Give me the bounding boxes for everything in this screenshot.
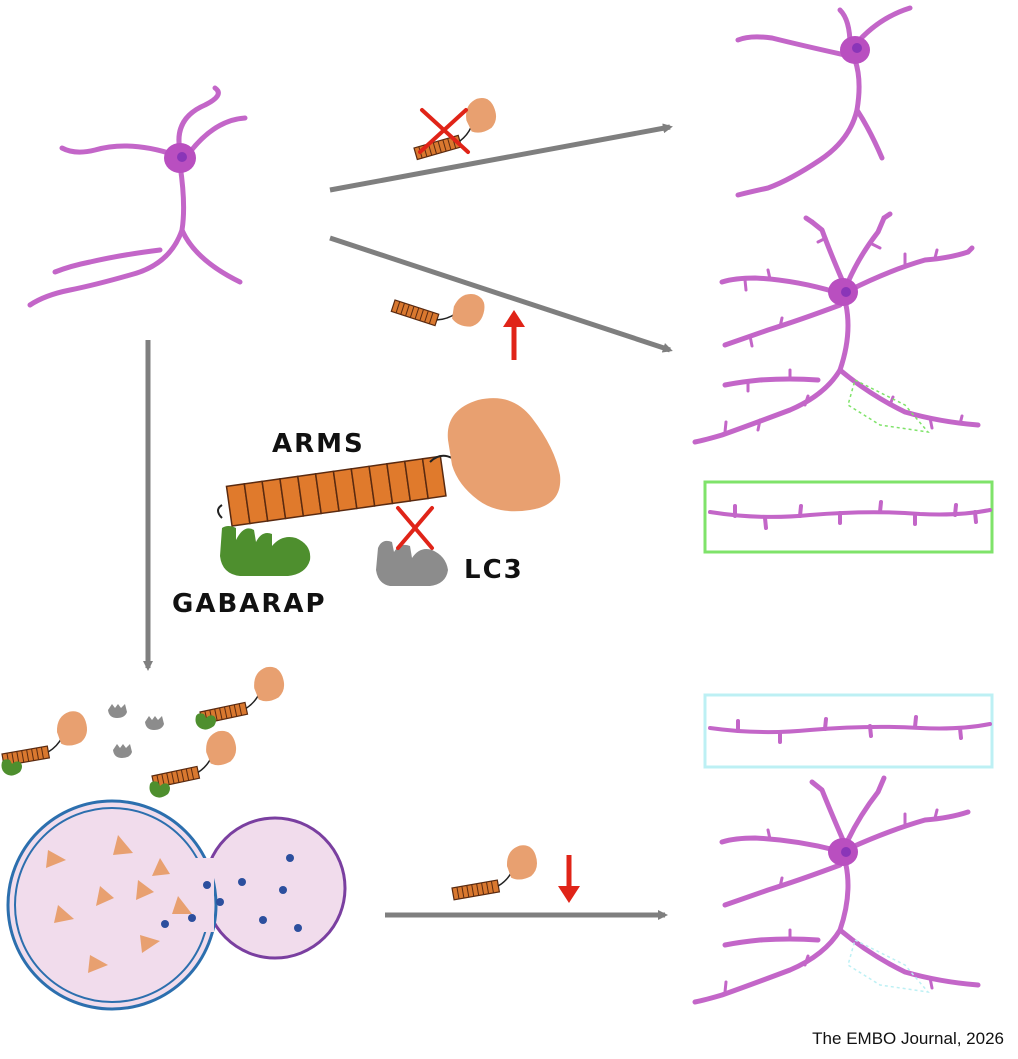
linker <box>217 504 223 519</box>
nucleus <box>841 847 851 857</box>
neuron-complex-lower <box>692 775 981 1005</box>
autophagosome <box>6 799 218 1011</box>
lysosome <box>203 816 347 960</box>
arms-protein-icon-increased <box>390 270 490 340</box>
fusion-neck <box>192 858 214 932</box>
arms-gabarap-complex <box>145 727 242 789</box>
neuron-simplified <box>735 5 913 198</box>
red-up-arrow-icon <box>503 310 525 360</box>
red-x-icon <box>418 108 470 154</box>
dendrite-segment <box>708 715 992 744</box>
gabarap-icon <box>1 759 22 776</box>
dendrite-inset-green <box>703 480 994 554</box>
arms-gabarap-complex <box>0 708 92 767</box>
nucleus <box>841 287 851 297</box>
spines-upper <box>723 236 964 434</box>
zoom-region-outline <box>847 378 930 434</box>
neuron-control <box>27 85 248 308</box>
arms-repeats <box>225 455 447 527</box>
label-arms: ARMS <box>272 429 365 459</box>
gabarap-icon <box>220 526 311 576</box>
red-down-arrow-icon <box>558 855 580 903</box>
cargo-dots <box>161 854 302 932</box>
nucleus <box>852 43 862 53</box>
arms-gabarap-complex <box>193 663 290 725</box>
free-lc3-molecules <box>108 704 164 758</box>
journal-credit: The EMBO Journal, 2026 <box>812 1029 1004 1048</box>
label-gabarap: GABARAP <box>172 589 327 619</box>
arrow-to-simplified-neuron <box>329 123 673 193</box>
arrow-to-complex-neuron <box>329 235 673 353</box>
gabarap-icon <box>149 781 170 798</box>
red-x-icon <box>396 506 434 550</box>
zoom-region-outline <box>847 938 930 994</box>
neuron-complex-upper <box>692 211 981 445</box>
gabarap-icon <box>195 713 216 730</box>
nucleus <box>177 152 187 162</box>
linker <box>429 454 453 463</box>
cargo-triangles <box>46 835 192 973</box>
arms-c-terminal-domain <box>447 398 561 512</box>
spines-lower <box>723 808 939 994</box>
arms-protein-icon-decreased <box>446 842 542 901</box>
dendrite-inset-cyan <box>703 693 994 769</box>
dendrite-segment <box>708 500 992 530</box>
lc3-icon <box>376 540 448 586</box>
label-lc3: LC3 <box>464 555 524 585</box>
